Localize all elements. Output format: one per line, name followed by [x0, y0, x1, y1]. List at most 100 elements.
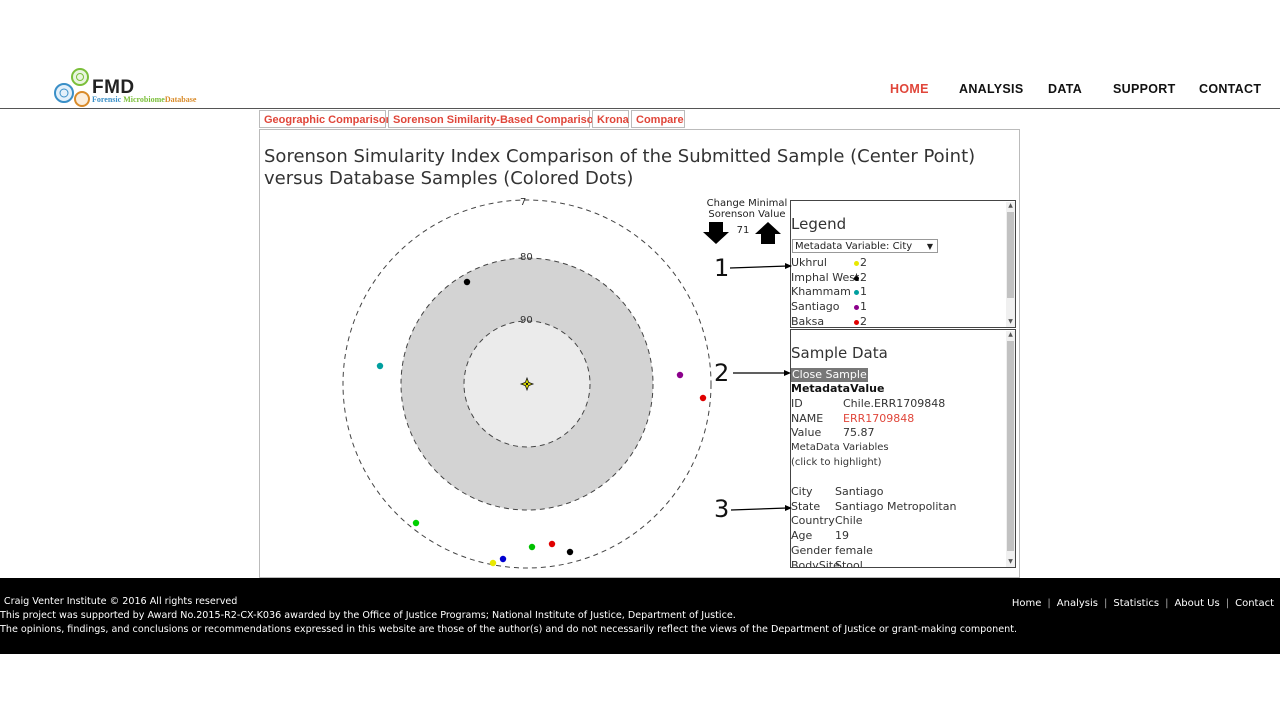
legend-item-count: 2	[860, 314, 867, 328]
nav-analysis[interactable]: ANALYSIS	[959, 82, 1024, 96]
footer-link-separator: |	[1047, 598, 1051, 609]
sample-point[interactable]	[676, 371, 684, 379]
metadata-value: Santiago	[835, 485, 884, 498]
logo-subtitle-part: Forensic	[92, 95, 124, 104]
metadata-variable-value: Metadata Variable: City	[795, 241, 913, 252]
legend-item-count: 2	[860, 270, 867, 284]
ring-label: 90	[520, 315, 533, 326]
nav-data[interactable]: DATA	[1048, 82, 1083, 96]
arrow-up-icon[interactable]	[755, 222, 781, 244]
annotation-number: 2	[714, 359, 730, 387]
metadata-key: BodySite	[791, 558, 840, 568]
sample-point[interactable]	[548, 540, 556, 548]
tab-krona[interactable]: Krona	[592, 110, 629, 128]
legend-dot-icon	[854, 305, 859, 311]
footer-award: This project was supported by Award No.2…	[0, 610, 736, 621]
tab-sorenson-comparison[interactable]: Sorenson Similarity-Based Comparison	[388, 110, 600, 128]
sample-row-value: 75.87	[843, 426, 875, 440]
metadata-key: Country	[791, 514, 835, 528]
sample-point[interactable]	[566, 548, 574, 556]
sample-row: Value 75.87	[791, 426, 1001, 440]
sample-point[interactable]	[499, 555, 507, 563]
sample-row: NAME ERR1709848	[791, 412, 1001, 426]
scroll-down-icon[interactable]: ▼	[1008, 558, 1013, 565]
footer-link-home[interactable]: Home	[1011, 598, 1042, 609]
footer-link-contact[interactable]: Contact	[1235, 598, 1274, 609]
sample-point[interactable]	[463, 278, 471, 286]
sample-data-title: Sample Data	[791, 344, 888, 362]
sample-row-key: NAME	[791, 411, 824, 425]
close-sample-button[interactable]: Close Sample	[791, 368, 868, 382]
sorenson-chart: 7 80 90	[342, 197, 712, 569]
sample-row-key: Value	[791, 426, 822, 440]
sample-row-value: Chile.ERR1709848	[843, 397, 946, 410]
metadata-value: female	[835, 543, 873, 557]
logo-subtitle-part: Database	[164, 95, 197, 104]
outer-ring-label: 7	[520, 197, 526, 208]
legend-dot-icon	[854, 290, 859, 296]
sample-point[interactable]	[699, 394, 707, 402]
legend-item-label: Baksa	[791, 314, 825, 328]
arrow-down-icon[interactable]	[703, 222, 729, 244]
sample-point[interactable]	[376, 362, 384, 370]
sample-point[interactable]	[412, 519, 420, 527]
sample-row-key: ID	[791, 397, 803, 410]
footer-link-analysis[interactable]: Analysis	[1056, 598, 1098, 609]
tab-compare[interactable]: Compare	[631, 110, 685, 128]
sample-scroll-thumb[interactable]	[1007, 341, 1014, 551]
footer-link-separator: |	[1225, 598, 1230, 609]
metadata-note-hint: (click to highlight)	[791, 457, 882, 468]
logo-title: FMD	[92, 77, 135, 98]
legend-item[interactable]: Baksa 2	[791, 314, 991, 328]
legend-dot-icon	[854, 261, 859, 266]
ring-label: 80	[520, 252, 533, 263]
annotation-number: 1	[714, 254, 730, 282]
legend-item[interactable]: Khammam 1	[791, 285, 991, 299]
footer-disclaimer: The opinions, findings, and conclusions …	[0, 624, 1018, 635]
metadata-note: MetaData Variables	[791, 442, 889, 453]
legend-dot-icon	[854, 275, 859, 281]
metadata-value: Santiago Metropolitan	[835, 499, 957, 513]
logo-subtitle-part: Microbiome	[123, 95, 165, 104]
nav-support[interactable]: SUPPORT	[1113, 82, 1176, 96]
legend-item-label: Khammam	[791, 285, 851, 299]
scroll-up-icon[interactable]: ▲	[1008, 331, 1013, 338]
metadata-key: Age	[791, 529, 813, 543]
metadata-value-header: MetadataValue	[791, 382, 885, 395]
annotation-arrow-icon	[733, 370, 791, 376]
scroll-up-icon[interactable]: ▲	[1008, 202, 1013, 209]
sample-name-link[interactable]: ERR1709848	[843, 411, 915, 425]
logo-graphic-icon	[54, 68, 90, 107]
logo[interactable]	[50, 68, 220, 108]
points-layer	[376, 278, 707, 567]
legend-item-label: Ukhrul	[791, 256, 827, 269]
footer-link-about-us[interactable]: About Us	[1174, 598, 1220, 609]
legend-item-count: 1	[860, 285, 867, 299]
metadata-variable-select[interactable]: Metadata Variable: City ▼	[792, 239, 938, 253]
footer-link-statistics[interactable]: Statistics	[1113, 598, 1160, 609]
nav-home[interactable]: HOME	[890, 82, 929, 96]
nav-contact[interactable]: CONTACT	[1199, 82, 1262, 96]
tab-geographic-comparison[interactable]: Geographic Comparison	[259, 110, 392, 128]
legend-scrollbar[interactable]: ▲ ▼	[1006, 202, 1015, 327]
sample-scrollbar[interactable]: ▲ ▼	[1006, 331, 1015, 567]
scroll-down-icon[interactable]: ▼	[1008, 318, 1013, 325]
footer-copyright: J. Craig Venter Institute © 2016 All rig…	[0, 596, 238, 607]
footer-link-separator: |	[1103, 598, 1108, 609]
content-panel	[259, 129, 1020, 578]
legend-scroll-thumb[interactable]	[1007, 212, 1014, 298]
annotation-number: 3	[714, 495, 730, 523]
sample-data-panel: Sample Data Close Sample MetadataValue I…	[790, 329, 1016, 568]
sample-point[interactable]	[489, 559, 497, 567]
sample-point[interactable]	[528, 543, 536, 551]
